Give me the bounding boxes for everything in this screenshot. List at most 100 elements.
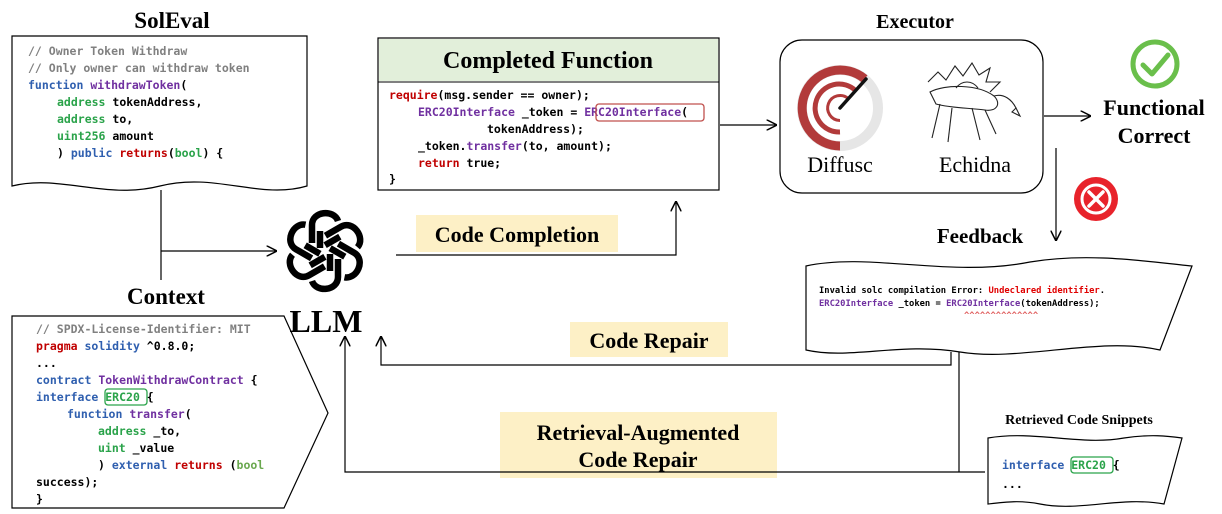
code-type: address bbox=[57, 95, 105, 109]
code-repair-label-bg bbox=[570, 322, 728, 357]
code-keyword: function bbox=[28, 78, 83, 92]
functional-correct-line2: Correct bbox=[1118, 123, 1192, 148]
soleval-code: // Owner Token Withdraw // Only owner ca… bbox=[28, 44, 250, 160]
soleval-title: SolEval bbox=[134, 8, 209, 33]
echidna-label: Echidna bbox=[939, 152, 1011, 177]
code-type: ERC20Interface bbox=[418, 105, 515, 119]
code-keyword: returns bbox=[119, 146, 167, 160]
retrieved-snippet-shape bbox=[987, 435, 1183, 507]
code-punct: ( bbox=[185, 407, 192, 421]
feedback-title: Feedback bbox=[937, 224, 1024, 248]
rag-label-line2: Code Repair bbox=[578, 447, 697, 472]
soleval-document-shape bbox=[11, 35, 308, 191]
code-param: _value bbox=[126, 441, 175, 456]
code-line: address tokenAddress, bbox=[57, 95, 202, 109]
code-punct: } bbox=[36, 492, 43, 506]
code-comment: // Owner Token Withdraw bbox=[28, 44, 187, 58]
code-line: interface ERC20 { bbox=[1002, 458, 1120, 472]
error-prefix: Invalid solc compilation Error: bbox=[819, 285, 988, 296]
code-line: function transfer( bbox=[67, 407, 192, 421]
rag-label-bg bbox=[500, 412, 777, 478]
code-punct: ) bbox=[57, 146, 71, 160]
retrieved-title: Retrieved Code Snippets bbox=[1005, 413, 1153, 428]
code-keyword: function bbox=[67, 407, 122, 421]
executor-box bbox=[779, 39, 1044, 194]
code-line: uint _value bbox=[98, 441, 174, 456]
code-comment: // SPDX-License-Identifier: MIT bbox=[36, 322, 251, 336]
code-line: uint256 amount bbox=[57, 129, 154, 143]
code-keyword: returns bbox=[174, 458, 222, 472]
code-keyword: pragma bbox=[36, 339, 78, 353]
rag-label-line1: Retrieval-Augmented bbox=[537, 420, 740, 445]
arrow-rag-to-llm bbox=[345, 337, 985, 473]
code-line: function withdrawToken( bbox=[28, 78, 187, 92]
code-text: _token = bbox=[515, 105, 584, 120]
llm-label: LLM bbox=[290, 303, 363, 339]
code-repair-label: Code Repair bbox=[589, 328, 708, 353]
code-keyword: interface bbox=[36, 390, 98, 404]
code-text: (msg.sender == owner); bbox=[437, 88, 589, 102]
feedback-banner-shape bbox=[805, 257, 1193, 355]
code-keyword: require bbox=[389, 88, 438, 102]
code-keyword: contract bbox=[36, 373, 91, 387]
code-text: _token = bbox=[893, 299, 946, 309]
logo-petal bbox=[287, 221, 322, 262]
error-carets: ^^^^^^^^^^^^^^ bbox=[964, 311, 1039, 321]
context-title: Context bbox=[127, 284, 205, 309]
code-interface-name: ERC20 bbox=[105, 390, 140, 404]
completed-function-title: Completed Function bbox=[443, 48, 653, 74]
code-completion-label: Code Completion bbox=[435, 222, 599, 247]
context-code: // SPDX-License-Identifier: MIT pragma s… bbox=[36, 322, 264, 506]
code-ellipsis: ... bbox=[36, 356, 57, 370]
openai-logo-icon bbox=[286, 210, 364, 292]
code-keyword: public bbox=[71, 146, 113, 160]
code-punct: ( bbox=[223, 458, 237, 472]
code-punct: { bbox=[244, 373, 258, 387]
code-punct: ( bbox=[180, 78, 187, 92]
code-line: return true; bbox=[418, 156, 501, 170]
erc20-highlight-box bbox=[1070, 456, 1114, 474]
error-suffix: . bbox=[1100, 286, 1105, 296]
echidna-logo-icon bbox=[927, 61, 1022, 143]
code-keyword: return bbox=[418, 156, 460, 170]
code-line: ) external returns (bool bbox=[98, 458, 264, 472]
completed-code: require(msg.sender == owner); ERC20Inter… bbox=[389, 88, 705, 186]
code-type: bool bbox=[237, 458, 265, 472]
code-function-name: withdrawToken bbox=[90, 78, 180, 92]
code-completion-label-bg bbox=[416, 215, 618, 252]
logo-petal bbox=[308, 210, 342, 248]
code-line: success); bbox=[36, 475, 98, 489]
code-param: _to, bbox=[146, 424, 181, 439]
code-identifier: ERC20Interface bbox=[584, 105, 681, 119]
code-line: _token.transfer(to, amount); bbox=[418, 139, 612, 154]
code-identifier: ERC20Interface bbox=[946, 299, 1020, 309]
code-punct: ( bbox=[681, 105, 688, 119]
code-param: to, bbox=[105, 112, 133, 126]
code-type: ERC20Interface bbox=[819, 299, 893, 309]
erc20interface-highlight-box bbox=[595, 103, 705, 122]
logo-petal bbox=[286, 252, 327, 281]
logo-petal bbox=[308, 254, 342, 292]
error-message: Undeclared identifier bbox=[988, 285, 1099, 296]
code-contract-name: TokenWithdrawContract bbox=[98, 373, 243, 387]
logo-petal bbox=[328, 240, 363, 281]
code-line: interface ERC20 { bbox=[36, 390, 154, 404]
feedback-code: Invalid solc compilation Error: Undeclar… bbox=[819, 285, 1105, 321]
code-interface-name: ERC20 bbox=[1071, 458, 1106, 472]
code-text: true; bbox=[460, 156, 502, 170]
code-punct: } bbox=[389, 172, 396, 186]
code-punct: ( bbox=[168, 146, 175, 160]
functional-correct-line1: Functional bbox=[1103, 95, 1204, 120]
feedback-error-line: Invalid solc compilation Error: Undeclar… bbox=[819, 285, 1105, 296]
code-ellipsis: ... bbox=[1002, 477, 1023, 491]
logo-petal bbox=[323, 221, 364, 250]
code-comment: // Only owner can withdraw token bbox=[28, 61, 250, 75]
code-type: uint256 bbox=[57, 129, 106, 143]
code-param: amount bbox=[105, 129, 154, 143]
cross-circle-icon bbox=[1074, 177, 1118, 221]
code-keyword: interface bbox=[1002, 458, 1064, 472]
code-type: address bbox=[98, 424, 146, 438]
code-keyword: external bbox=[112, 458, 167, 472]
completed-function-header bbox=[379, 39, 718, 81]
